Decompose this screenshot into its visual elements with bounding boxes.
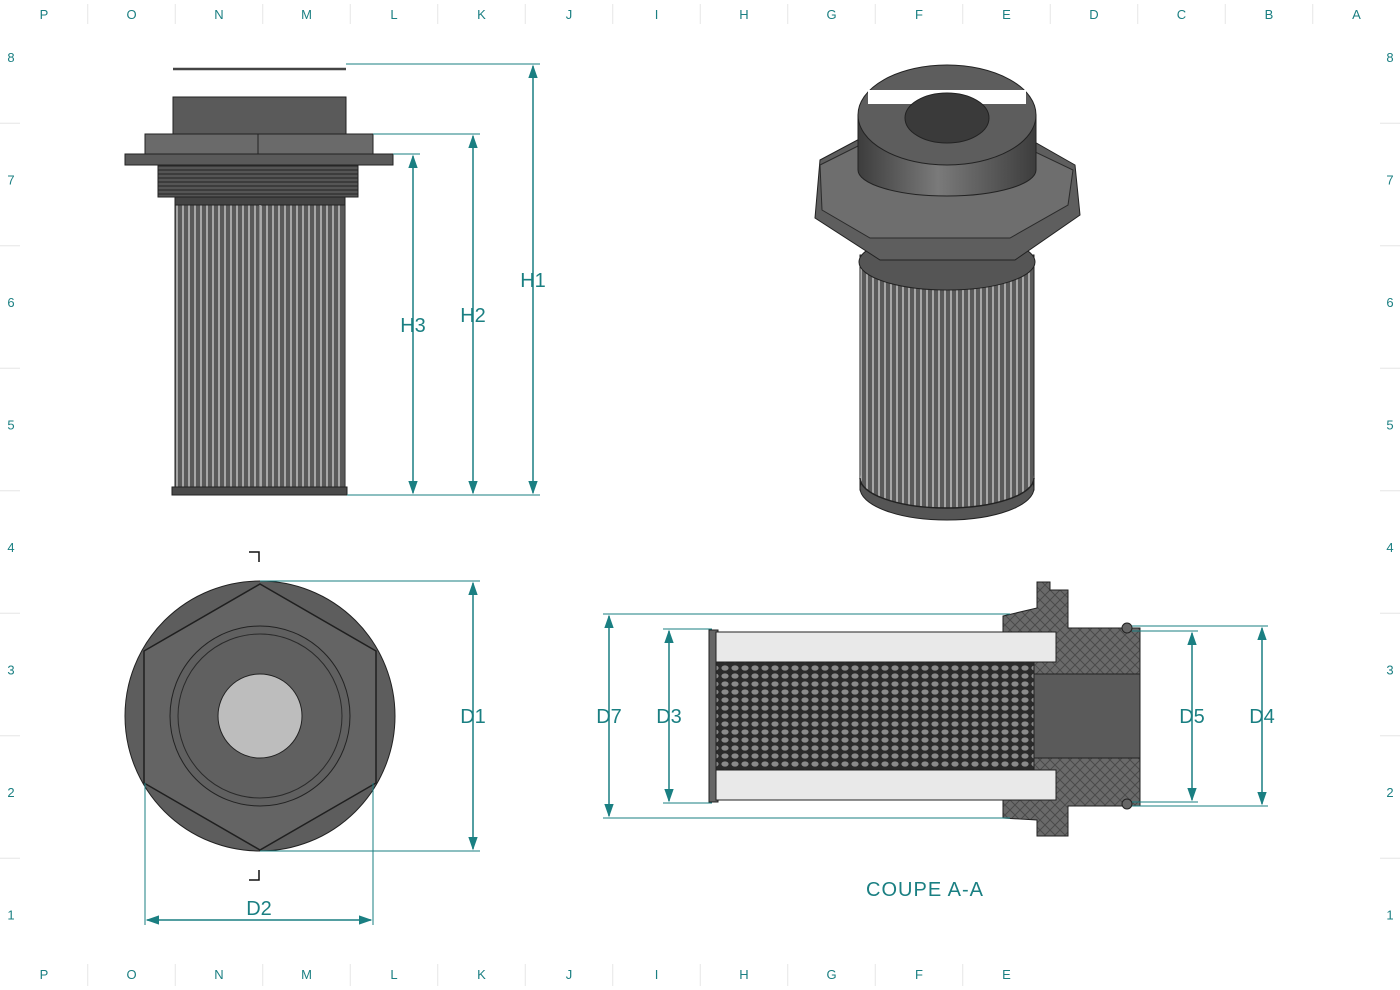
grid-column-label: C xyxy=(1177,7,1186,22)
grid-row-label: 7 xyxy=(1386,173,1393,188)
grid-column-label: D xyxy=(1089,7,1098,22)
grid-column-label: O xyxy=(126,7,136,22)
grid-column-label: E xyxy=(1002,967,1011,982)
hex-nut xyxy=(144,133,374,155)
grid-column-label: I xyxy=(655,7,659,22)
section-bore xyxy=(1033,673,1141,759)
top-view-bore xyxy=(217,673,303,759)
section-mesh xyxy=(715,661,1035,771)
grid-row-label: 8 xyxy=(7,50,14,65)
d5-label: D5 xyxy=(1179,706,1205,728)
grid-row-label: 4 xyxy=(1386,540,1393,555)
grid-column-label: P xyxy=(40,7,49,22)
grid-column-label: P xyxy=(40,967,49,982)
grid-row-label: 2 xyxy=(7,785,14,800)
grid-column-label: N xyxy=(214,7,223,22)
grid-row-label: 3 xyxy=(1386,663,1393,678)
grid-row-label: 3 xyxy=(7,663,14,678)
grid-row-label: 1 xyxy=(1386,908,1393,923)
section-title: COUPE A-A xyxy=(866,879,984,901)
grid-row-labels-left: 8 7 6 5 4 3 2 1 xyxy=(0,50,20,923)
section-tube-top xyxy=(715,631,1057,663)
grid-column-label: N xyxy=(214,967,223,982)
grid-column-label: H xyxy=(739,967,748,982)
top-view: D1 D2 xyxy=(124,551,486,925)
d2-label: D2 xyxy=(246,898,272,920)
flange xyxy=(124,153,394,166)
grid-row-label: 2 xyxy=(1386,785,1393,800)
outlet-neck xyxy=(172,96,347,136)
grid-column-label: F xyxy=(915,967,923,982)
grid-column-label: M xyxy=(301,967,312,982)
grid-column-label: A xyxy=(1352,7,1361,22)
grid-column-label: I xyxy=(655,967,659,982)
grid-column-label: E xyxy=(1002,7,1011,22)
grid-column-label: O xyxy=(126,967,136,982)
grid-row-label: 7 xyxy=(7,173,14,188)
grid-column-label: K xyxy=(477,7,486,22)
iso-bore xyxy=(904,92,990,144)
h3-label: H3 xyxy=(400,315,426,337)
d7-label: D7 xyxy=(596,706,622,728)
grid-row-label: 5 xyxy=(1386,418,1393,433)
section-tube-bottom xyxy=(715,769,1057,801)
grid-column-label: F xyxy=(915,7,923,22)
grid-column-label: K xyxy=(477,967,486,982)
grid-column-label: M xyxy=(301,7,312,22)
grid-column-label: G xyxy=(826,7,836,22)
grid-column-label: L xyxy=(390,7,397,22)
front-view: H1 H2 H3 xyxy=(124,63,546,496)
grid-row-label: 4 xyxy=(7,540,14,555)
section-mark-bottom xyxy=(249,870,260,881)
d1-label: D1 xyxy=(460,706,486,728)
bottom-cap xyxy=(171,486,348,496)
grid-column-label: G xyxy=(826,967,836,982)
grid-column-label: L xyxy=(390,967,397,982)
threaded-section xyxy=(157,164,359,198)
grid-row-label: 8 xyxy=(1386,50,1393,65)
section-view: D7 D3 D5 D4 COUPE A-A xyxy=(596,581,1275,901)
grid-column-label: J xyxy=(566,7,573,22)
section-mark-top xyxy=(249,551,260,562)
grid-row-label: 1 xyxy=(7,908,14,923)
grid-column-label: B xyxy=(1265,7,1274,22)
grid-row-label: 6 xyxy=(7,295,14,310)
grid-column-label: H xyxy=(739,7,748,22)
d3-label: D3 xyxy=(656,706,682,728)
h1-label: H1 xyxy=(520,270,546,292)
h2-label: H2 xyxy=(460,305,486,327)
d4-label: D4 xyxy=(1249,706,1275,728)
grid-column-label: J xyxy=(566,967,573,982)
grid-row-label: 6 xyxy=(1386,295,1393,310)
isometric-view xyxy=(814,64,1081,521)
grid-row-label: 5 xyxy=(7,418,14,433)
grid-row-labels-right: 8 7 6 5 4 3 2 1 xyxy=(1380,50,1400,923)
